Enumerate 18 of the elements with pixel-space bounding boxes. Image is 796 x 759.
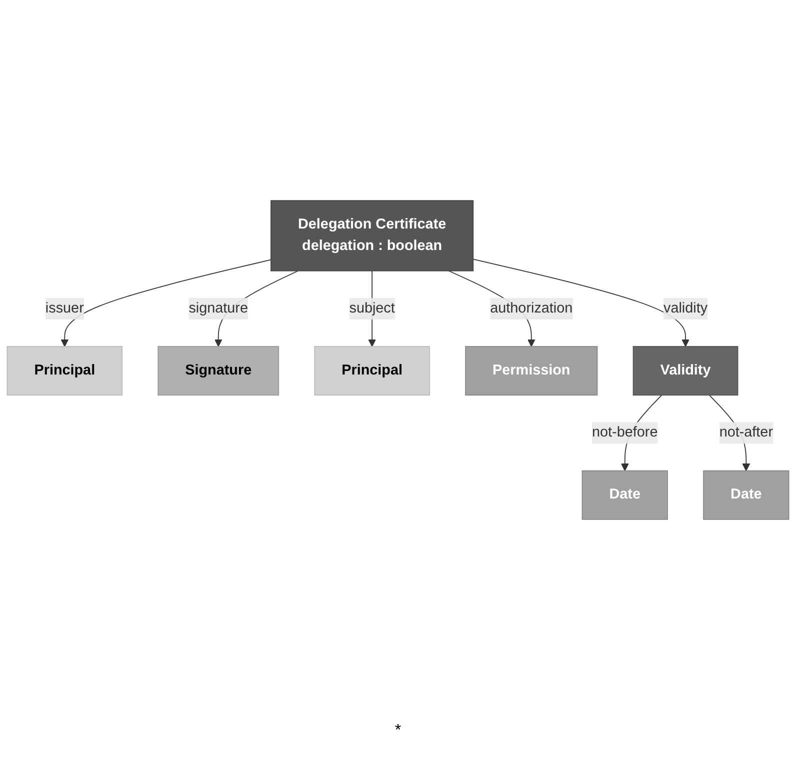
edge-label: subject	[349, 300, 395, 316]
edge-label: issuer	[45, 300, 84, 316]
multiplicity-label: *	[394, 722, 402, 739]
node-box: Principal	[6, 346, 123, 396]
node-box: Permission	[465, 346, 598, 396]
node-box: Principal	[314, 346, 430, 396]
edge-label: not-before	[592, 424, 658, 440]
node-box: Signature	[158, 346, 280, 396]
node-box: Date	[703, 470, 790, 520]
node-box: Delegation Certificate delegation : boolean	[270, 200, 474, 272]
node-box: Validity	[632, 346, 738, 396]
edge-label: not-after	[719, 424, 773, 440]
edge-label: authorization	[490, 300, 573, 316]
edge-label: signature	[188, 300, 248, 316]
arrow	[60, 259, 272, 347]
edge-label: validity	[663, 300, 708, 316]
arrow	[472, 258, 690, 347]
node-box: Date	[582, 470, 668, 520]
